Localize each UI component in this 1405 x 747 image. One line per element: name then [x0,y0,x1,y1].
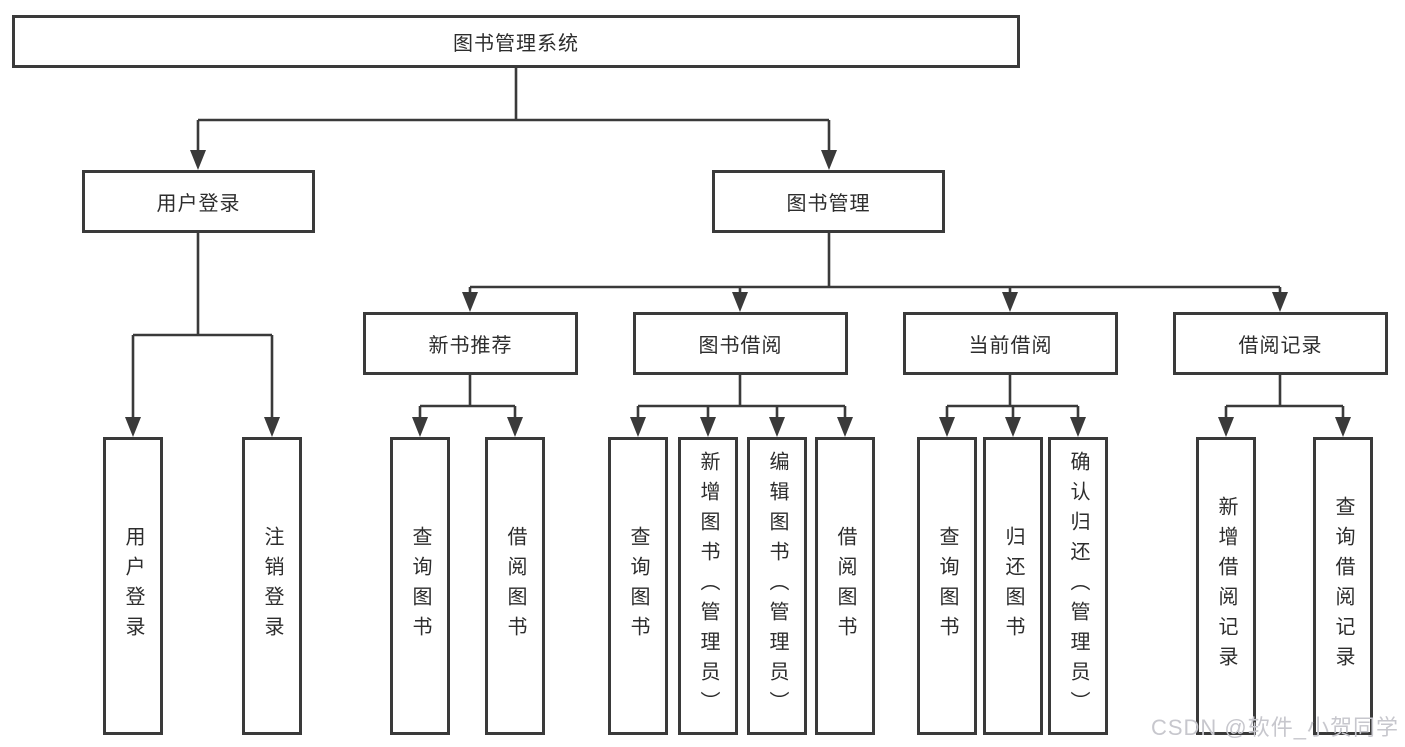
leaf-query-books-borrow: 查询图书 [608,437,668,735]
leaf-borrow-books-recommend: 借阅图书 [485,437,545,735]
leaf-borrow-books: 借阅图书 [815,437,875,735]
leaf-label: 用户登录 [122,526,144,646]
node-library-management-system: 图书管理系统 [12,15,1020,68]
leaf-query-borrow-record: 查询借阅记录 [1313,437,1373,735]
leaf-query-books-recommend: 查询图书 [390,437,450,735]
leaf-label: 注销登录 [261,526,283,646]
node-book-management: 图书管理 [712,170,945,233]
node-user-login: 用户登录 [82,170,315,233]
leaf-user-login: 用户登录 [103,437,163,735]
arrowheads [125,150,1351,437]
leaf-add-borrow-record: 新增借阅记录 [1196,437,1256,735]
leaf-label: 借阅图书 [834,526,856,646]
node-book-borrowing: 图书借阅 [633,312,848,375]
node-new-book-recommendation: 新书推荐 [363,312,578,375]
leaf-label: 查询借阅记录 [1332,496,1354,676]
leaf-label: 编辑图书（管理员） [766,451,788,721]
leaf-label: 借阅图书 [504,526,526,646]
leaf-label: 新增图书（管理员） [697,451,719,721]
leaf-confirm-return-admin: 确认归还（管理员） [1048,437,1108,735]
leaf-label: 查询图书 [936,526,958,646]
node-current-borrowing: 当前借阅 [903,312,1118,375]
leaf-label: 新增借阅记录 [1215,496,1237,676]
csdn-watermark: CSDN @软件_小贺同学 [1150,715,1399,740]
leaf-edit-books-admin: 编辑图书（管理员） [747,437,807,735]
leaf-query-books-current: 查询图书 [917,437,977,735]
leaf-label: 查询图书 [627,526,649,646]
leaf-label: 确认归还（管理员） [1067,451,1089,721]
leaf-label: 查询图书 [409,526,431,646]
leaf-return-books: 归还图书 [983,437,1043,735]
node-borrowing-records: 借阅记录 [1173,312,1388,375]
leaf-logout: 注销登录 [242,437,302,735]
leaf-label: 归还图书 [1002,526,1024,646]
leaf-add-books-admin: 新增图书（管理员） [678,437,738,735]
